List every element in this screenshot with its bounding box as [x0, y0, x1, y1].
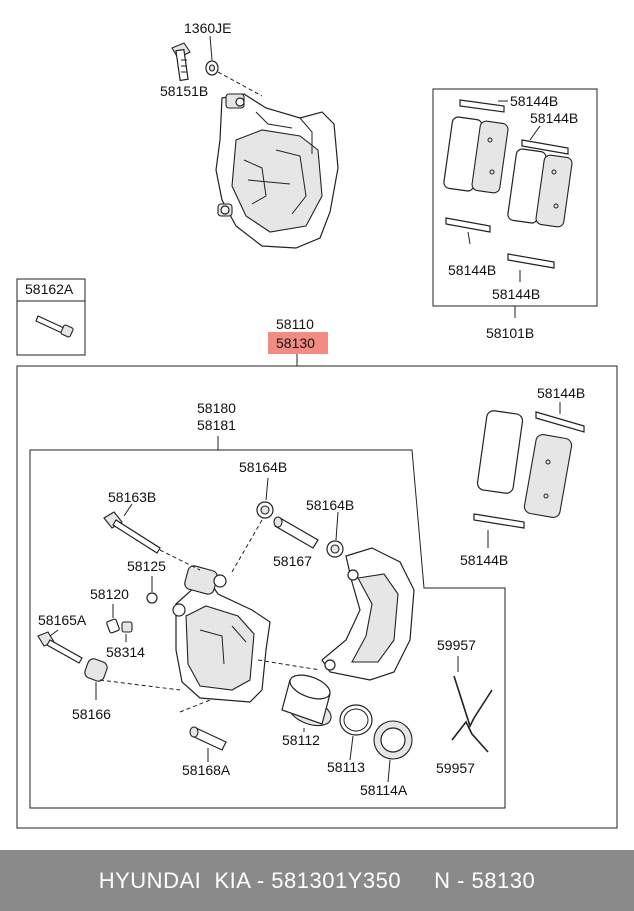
label-58125: 58125: [127, 558, 166, 574]
bleeder-cap-58125: [146, 592, 158, 604]
guide-pin-58162a: [35, 315, 74, 338]
caliper-assembly-top: [215, 93, 339, 249]
pad-set-lower: [476, 410, 573, 518]
piston-58112: [281, 674, 332, 727]
boot-58164b-upper: [256, 501, 274, 519]
label-58144b-3: 58144B: [448, 262, 496, 278]
label-58120: 58120: [90, 586, 129, 602]
label-59957-1: 59957: [437, 637, 476, 653]
label-58163b: 58163B: [108, 489, 156, 505]
label-58110: 58110: [276, 316, 314, 332]
dust-boot-58114a: [373, 720, 413, 760]
label-58165a: 58165A: [38, 612, 87, 628]
pad-set-top: [443, 116, 573, 228]
guide-pin-58168a: [189, 726, 227, 751]
label-58166: 58166: [72, 706, 111, 722]
bolt-58151b: [171, 42, 191, 82]
label-58144b-5: 58144B: [537, 385, 585, 401]
label-58113: 58113: [327, 759, 365, 775]
caliper-body: [172, 565, 271, 703]
label-58167: 58167: [273, 553, 312, 569]
bolt-58163b: [103, 511, 161, 554]
boot-58164b-lower: [326, 540, 344, 558]
spring-59957-lower: [451, 720, 489, 753]
label-58130: 58130: [276, 335, 315, 351]
highlight-58130: [268, 332, 328, 354]
label-58144b-2: 58144B: [530, 110, 578, 126]
guide-pin-box-58162a: [16, 278, 86, 356]
label-58151b: 58151B: [160, 83, 208, 99]
footer-part-number: HYUNDAI KIA - 581301Y350 N - 58130: [98, 867, 536, 893]
label-58181: 58181: [197, 417, 236, 433]
label-58180: 58180: [197, 400, 236, 416]
anti-rattle-clips-lower: [473, 411, 585, 529]
spring-59957-upper: [453, 675, 493, 729]
washer-1360je: [205, 60, 219, 76]
caliper-bracket: [321, 547, 415, 681]
bolt-58165a: [37, 631, 83, 664]
label-58144b-6: 58144B: [460, 552, 508, 568]
label-58314: 58314: [106, 644, 145, 660]
label-59957-2: 59957: [436, 760, 475, 776]
label-58168a: 58168A: [182, 762, 231, 778]
guide-pin-58167: [273, 516, 319, 549]
label-58101b: 58101B: [486, 325, 534, 341]
label-58114a: 58114A: [360, 782, 408, 798]
anti-rattle-clips-top: [445, 99, 569, 269]
seal-58113: [339, 704, 373, 736]
label-58144b-4: 58144B: [492, 286, 540, 302]
footer-bar: HYUNDAI KIA - 581301Y350 N - 58130: [0, 850, 634, 911]
bleeder-screw-58120: [106, 618, 120, 634]
cap-58314: [121, 621, 133, 633]
parts-diagram: 1360JE 58151B 58144B 58144B 58144B 58144…: [16, 20, 618, 829]
label-58144b-1: 58144B: [510, 93, 558, 109]
assembly-box-58130: [16, 365, 618, 829]
label-58164b-2: 58164B: [306, 497, 354, 513]
boot-58166: [84, 658, 108, 682]
label-1360je: 1360JE: [184, 20, 231, 36]
label-58162a: 58162A: [25, 281, 74, 297]
caliper-kit-box-58180: [29, 449, 506, 809]
label-58164b-1: 58164B: [239, 459, 287, 475]
label-58112: 58112: [282, 732, 320, 748]
